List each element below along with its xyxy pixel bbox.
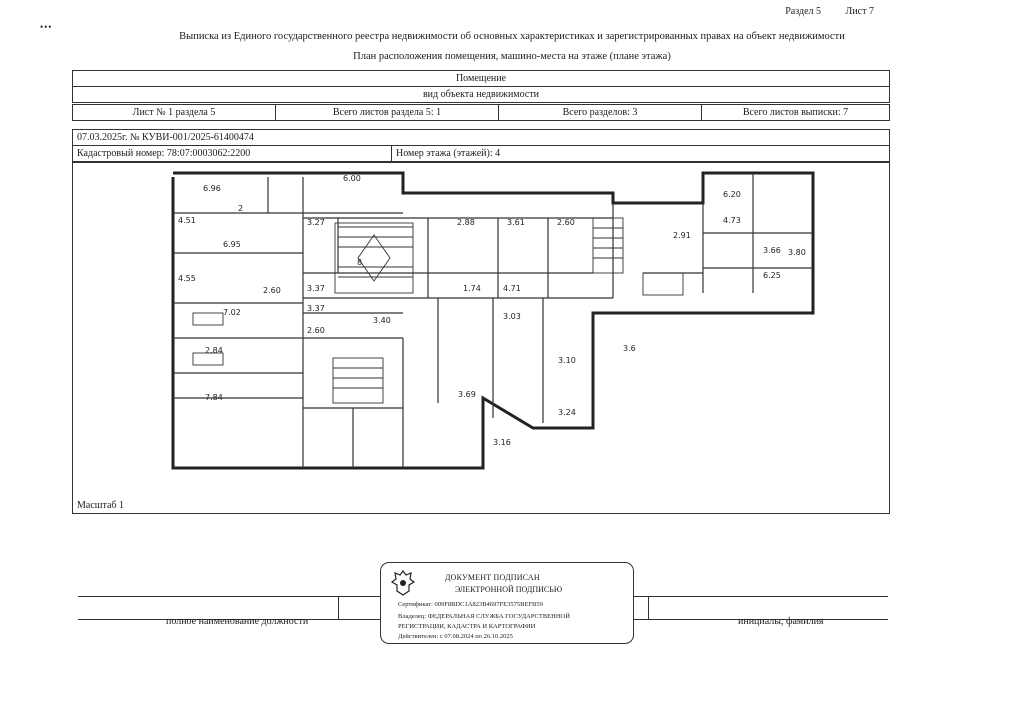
plan-scale: Масштаб 1	[77, 500, 124, 511]
object-type: Помещение	[455, 73, 507, 84]
svg-text:1.74: 1.74	[463, 284, 481, 293]
svg-text:3.61: 3.61	[507, 218, 525, 227]
floor-plan-frame: 6.96 6.00 2 4.51 6.95 4.55 2.60 3.37 3.2…	[72, 162, 890, 514]
sheet-of-section: Лист № 1 раздела 5	[132, 107, 216, 118]
stamp-owner-continued: РЕГИСТРАЦИИ, КАДАСТРА И КАРТОГРАФИИ	[398, 623, 536, 630]
svg-text:6.20: 6.20	[723, 190, 741, 199]
svg-text:6.00: 6.00	[343, 174, 361, 183]
date-number: 07.03.2025г. № КУВИ-001/2025-61400474	[77, 132, 254, 143]
coat-of-arms-icon	[391, 570, 415, 596]
document-subtitle: План расположения помещения, машино-мест…	[353, 51, 671, 62]
scan-mark: •••	[40, 22, 53, 32]
svg-text:3.03: 3.03	[503, 312, 521, 321]
svg-text:3.69: 3.69	[458, 390, 476, 399]
svg-text:6.25: 6.25	[763, 271, 781, 280]
total-sheets-extract: Всего листов выписки: 7	[701, 105, 889, 120]
e-signature-stamp: ДОКУМЕНТ ПОДПИСАН ЭЛЕКТРОННОЙ ПОДПИСЬЮ С…	[380, 562, 634, 644]
svg-text:2.84: 2.84	[205, 346, 223, 355]
svg-text:3.6: 3.6	[623, 344, 636, 353]
position-label: полное наименование должности	[166, 616, 309, 627]
cadastral-number: Кадастровый номер: 78:07:0003062:2200	[77, 148, 251, 159]
stamp-owner: Владелец: ФЕДЕРАЛЬНАЯ СЛУЖБА ГОСУДАРСТВЕ…	[398, 613, 570, 620]
floor-number: Номер этажа (этажей): 4	[391, 146, 889, 161]
stamp-validity: Действителен: с 07.08.2024 по 26.10.2025	[398, 633, 513, 640]
total-sections: Всего разделов: 3	[498, 105, 701, 120]
svg-text:2.88: 2.88	[457, 218, 475, 227]
object-type-table: Помещение вид объекта недвижимости	[72, 70, 890, 103]
svg-text:6.95: 6.95	[223, 240, 241, 249]
svg-text:3.24: 3.24	[558, 408, 576, 417]
svg-text:3.66: 3.66	[763, 246, 781, 255]
section-ref: Раздел 5	[785, 6, 822, 17]
signature-divider	[338, 597, 339, 619]
svg-text:2.91: 2.91	[673, 231, 691, 240]
svg-text:4.73: 4.73	[723, 216, 741, 225]
object-type-caption: вид объекта недвижимости	[422, 89, 540, 100]
svg-text:3.10: 3.10	[558, 356, 576, 365]
record-table: 07.03.2025г. № КУВИ-001/2025-61400474 Ка…	[72, 129, 890, 162]
svg-text:3.37: 3.37	[307, 284, 325, 293]
svg-text:3.16: 3.16	[493, 438, 511, 447]
svg-text:7.02: 7.02	[223, 308, 241, 317]
svg-text:3.27: 3.27	[307, 218, 325, 227]
sheet-ref: Лист 7	[845, 6, 874, 17]
svg-text:3.37: 3.37	[307, 304, 325, 313]
stamp-title: ДОКУМЕНТ ПОДПИСАН	[445, 573, 540, 582]
svg-text:7.84: 7.84	[205, 393, 223, 402]
total-sheets-section: Всего листов раздела 5: 1	[275, 105, 498, 120]
name-label: инициалы, фамилия	[738, 616, 824, 627]
document-title: Выписка из Единого государственного реес…	[179, 31, 845, 42]
svg-text:2.60: 2.60	[307, 326, 325, 335]
svg-text:4.51: 4.51	[178, 216, 196, 225]
svg-text:8: 8	[357, 258, 362, 267]
svg-text:3.80: 3.80	[788, 248, 806, 257]
signature-divider	[648, 597, 649, 619]
stamp-certificate: Сертификат: 009F8BDC1A823B4697FE3575BEFB…	[398, 601, 543, 608]
svg-text:2.60: 2.60	[263, 286, 281, 295]
sheet-reference: Раздел 5 Лист 7	[763, 6, 874, 17]
floor-plan-drawing: 6.96 6.00 2 4.51 6.95 4.55 2.60 3.37 3.2…	[171, 171, 815, 470]
svg-text:3.40: 3.40	[373, 316, 391, 325]
svg-text:4.55: 4.55	[178, 274, 196, 283]
sheet-info-table: Лист № 1 раздела 5 Всего листов раздела …	[72, 104, 890, 121]
svg-text:2: 2	[238, 204, 243, 213]
stamp-subtitle: ЭЛЕКТРОННОЙ ПОДПИСЬЮ	[455, 585, 563, 594]
svg-text:6.96: 6.96	[203, 184, 221, 193]
svg-text:2.60: 2.60	[557, 218, 575, 227]
svg-text:4.71: 4.71	[503, 284, 521, 293]
